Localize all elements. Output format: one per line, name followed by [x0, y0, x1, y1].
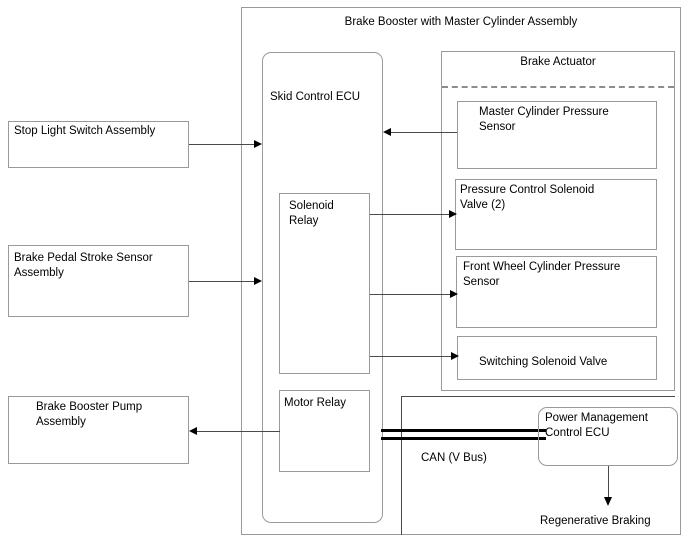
master-cylinder-pressure-sensor-label: Master Cylinder Pressure Sensor	[479, 106, 609, 133]
assembly-title: Brake Booster with Master Cylinder Assem…	[344, 16, 578, 28]
brake-pedal-stroke-sensor-assembly-box	[8, 245, 189, 317]
connector-solenoidrelay-to-fwcsensor	[370, 294, 456, 295]
power-management-control-ecu-box	[538, 407, 678, 466]
arrowhead-powerecu-to-regen	[604, 497, 612, 506]
arrowhead-solenoidrelay-to-fwcsensor	[450, 290, 458, 298]
brake-booster-pump-assembly-label: Brake Booster Pump Assembly	[36, 401, 143, 428]
can-bus-label: CAN (V Bus)	[421, 452, 487, 464]
connector-stoplight-to-ecu	[189, 144, 260, 145]
skid-control-ecu-label: Skid Control ECU	[270, 91, 361, 103]
connector-motorrelay-to-pump	[196, 431, 280, 432]
can-bus-bar-lower	[381, 437, 546, 440]
connector-pedalsensor-to-ecu	[189, 281, 260, 282]
solenoid-relay-label: Solenoid Relay	[289, 200, 334, 227]
switching-solenoid-valve-label: Switching Solenoid Valve	[479, 356, 608, 368]
power-management-control-ecu-label: Power Management Control ECU	[545, 412, 648, 439]
brake-actuator-container	[441, 51, 675, 391]
front-wheel-cylinder-pressure-sensor-label: Front Wheel Cylinder Pressure Sensor	[463, 261, 621, 288]
master-cylinder-pressure-sensor-box	[457, 101, 657, 169]
brake-pedal-stroke-sensor-assembly-label: Brake Pedal Stroke Sensor Assembly	[14, 252, 153, 279]
actuator-separator-dashed-line	[442, 86, 674, 88]
connector-solenoidrelay-to-ssv	[370, 356, 457, 357]
stop-light-switch-assembly-box	[8, 121, 189, 168]
arrowhead-motorrelay-to-pump	[189, 427, 197, 435]
brake-actuator-title: Brake Actuator	[520, 56, 596, 68]
motor-relay-label: Motor Relay	[284, 397, 346, 409]
connector-mcsensor-to-ecu	[390, 132, 457, 133]
brake-booster-pump-assembly-box	[8, 396, 189, 464]
can-region-top-edge	[401, 396, 675, 397]
regenerative-braking-label: Regenerative Braking	[540, 515, 651, 527]
stop-light-switch-assembly-label: Stop Light Switch Assembly	[14, 125, 156, 137]
connector-powerecu-to-regen	[608, 466, 609, 498]
arrowhead-mcsensor-to-ecu	[383, 128, 391, 136]
can-bus-bar-upper	[381, 429, 546, 432]
connector-solenoidrelay-to-pcsv	[370, 214, 455, 215]
pressure-control-solenoid-valve-label: Pressure Control Solenoid Valve (2)	[460, 184, 595, 211]
solenoid-relay-box	[279, 193, 370, 374]
brake-booster-assembly-container	[241, 7, 681, 535]
skid-control-ecu-box	[262, 52, 383, 523]
arrowhead-solenoidrelay-to-ssv	[451, 352, 459, 360]
arrowhead-pedalsensor-to-ecu	[254, 277, 262, 285]
arrowhead-stoplight-to-ecu	[254, 140, 262, 148]
arrowhead-solenoidrelay-to-pcsv	[449, 210, 457, 218]
can-region-left-edge	[401, 396, 402, 535]
